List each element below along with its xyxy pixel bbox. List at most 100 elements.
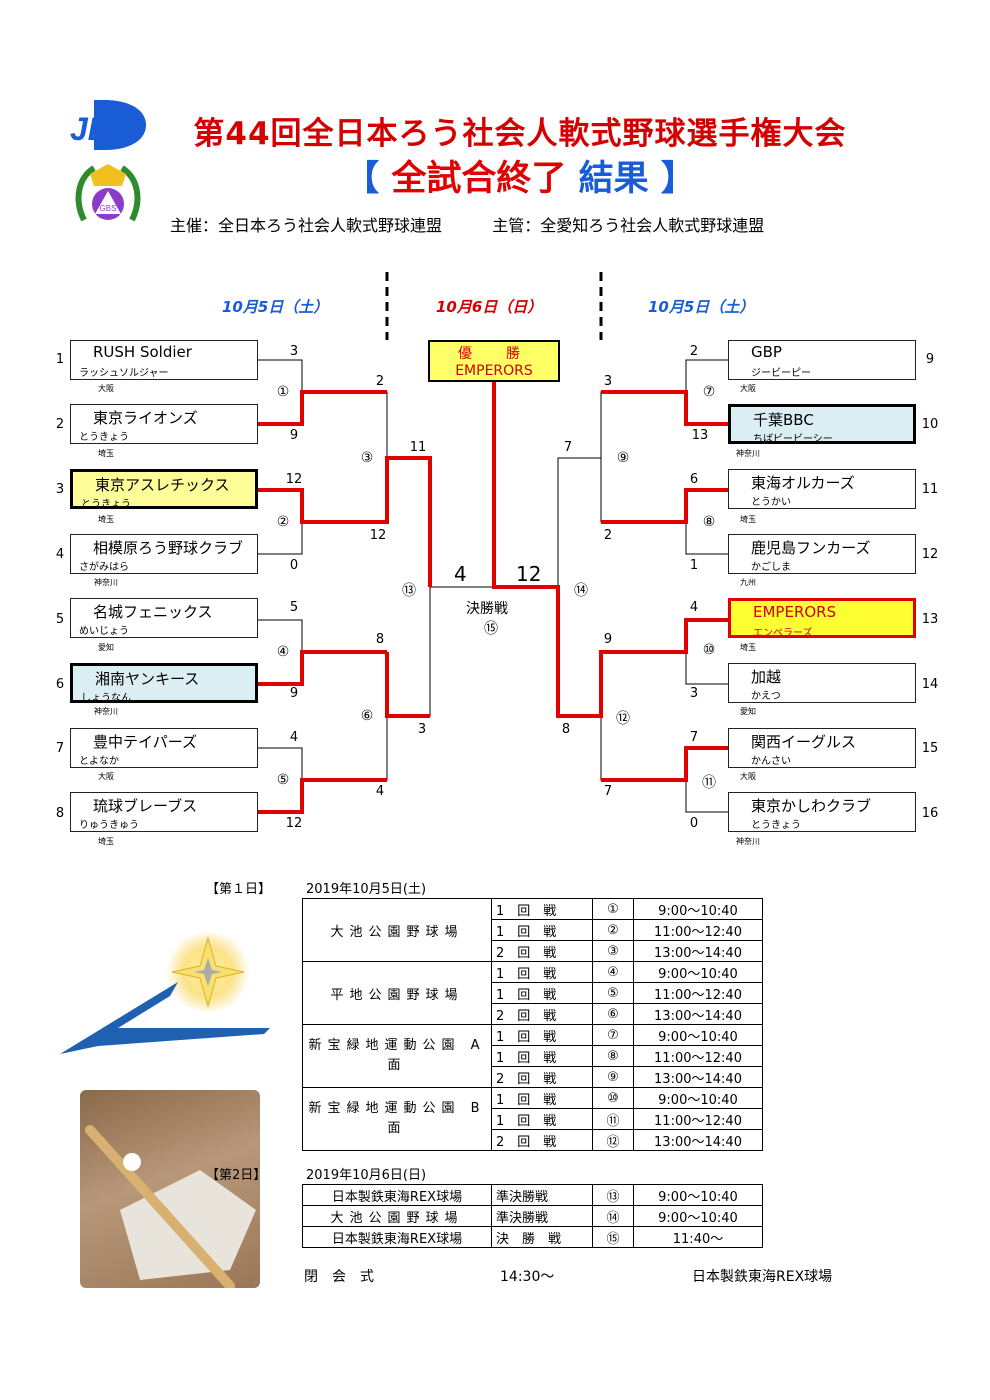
- team-box: 鹿児島フンカーズかごしま: [728, 534, 916, 574]
- venue-cell: 大池公園野球場: [302, 898, 492, 962]
- team-name: 鹿児島フンカーズ: [751, 539, 871, 557]
- day2-label: 【第2日】: [206, 1168, 267, 1183]
- champion-team: EMPERORS: [455, 363, 533, 379]
- match-cell: ②: [592, 919, 634, 941]
- organizer: 主催：全日本ろう社会人軟式野球連盟: [170, 216, 443, 235]
- team-prefecture: 大阪: [98, 384, 114, 393]
- team-kana: かえつ: [751, 691, 781, 702]
- team-box: 東京アスレチックスとうきょう: [70, 469, 258, 510]
- team-name: EMPERORS: [753, 603, 837, 621]
- match-cell: ⑮: [592, 1226, 634, 1248]
- result-status: 【 全試合終了 結果 】: [310, 150, 730, 201]
- score: 9: [603, 632, 613, 647]
- score: 3: [417, 722, 427, 737]
- page-title: 第44回全日本ろう社会人軟式野球選手権大会: [193, 116, 847, 152]
- time-cell: 9:00～10:40: [633, 898, 763, 920]
- champion-label: 優 勝: [458, 346, 530, 362]
- team-kana: とうかい: [751, 497, 791, 508]
- score: 3: [603, 374, 613, 389]
- final-left-score: 4: [454, 562, 467, 586]
- match-number: ⑬: [402, 583, 416, 599]
- status-bracket-open: 【: [344, 159, 380, 199]
- round-cell: 1 回 戦: [491, 1108, 593, 1130]
- team-prefecture: 神奈川: [94, 578, 118, 587]
- team-prefecture: 愛知: [740, 707, 756, 716]
- team-name: 関西イーグルス: [751, 733, 857, 751]
- team-name: 東海オルカーズ: [751, 474, 855, 492]
- match-cell: ①: [592, 898, 634, 920]
- team-box: 東海オルカーズとうかい: [728, 469, 916, 509]
- match-cell: ⑥: [592, 1003, 634, 1025]
- status-text: 全試合終了: [391, 159, 567, 199]
- round-cell: 1 回 戦: [491, 1045, 593, 1067]
- score: 9: [289, 428, 299, 443]
- champion-box: 優 勝 EMPERORS: [428, 340, 560, 382]
- time-cell: 11:00～12:40: [633, 982, 763, 1004]
- time-cell: 13:00～14:40: [633, 1129, 763, 1151]
- team-name: 湘南ヤンキース: [95, 670, 200, 688]
- date-left: 10月5日（土）: [222, 298, 329, 316]
- round-cell: 決 勝 戦: [491, 1226, 593, 1248]
- score: 2: [689, 344, 699, 359]
- venue-cell: 大池公園野球場: [302, 1205, 492, 1227]
- team-prefecture: 大阪: [98, 772, 114, 781]
- score: 7: [603, 784, 613, 799]
- score: 2: [375, 374, 385, 389]
- time-cell: 9:00～10:40: [633, 1087, 763, 1109]
- match-number: ⑨: [616, 450, 630, 466]
- round-cell: 2 回 戦: [491, 940, 593, 962]
- venue-cell: 日本製鉄東海REX球場: [302, 1226, 492, 1248]
- team-kana: とよなか: [79, 756, 119, 767]
- team-kana: とうきょう: [751, 820, 801, 831]
- match-number: ⑭: [574, 583, 588, 599]
- team-kana: ジービーピー: [751, 368, 811, 379]
- match-cell: ⑬: [592, 1184, 634, 1206]
- round-cell: 1 回 戦: [491, 982, 593, 1004]
- day1-label: 【第１日】: [206, 882, 272, 897]
- team-kana: ちばビービーシー: [753, 434, 833, 445]
- team-box: 東京ライオンズとうきょう: [70, 404, 258, 444]
- match-number: ④: [276, 644, 290, 660]
- team-prefecture: 大阪: [740, 384, 756, 393]
- score: 8: [375, 632, 385, 647]
- team-name: 琉球ブレーブス: [93, 797, 198, 815]
- team-name: 加越: [751, 668, 782, 686]
- seed-number: 8: [55, 806, 65, 821]
- match-number: ⑤: [276, 772, 290, 788]
- final-right-score: 12: [516, 562, 542, 586]
- team-prefecture: 大阪: [740, 772, 756, 781]
- score: 3: [289, 344, 299, 359]
- closing-venue: 日本製鉄東海REX球場: [692, 1269, 833, 1285]
- match-cell: ⑨: [592, 1066, 634, 1088]
- team-prefecture: 埼玉: [98, 515, 114, 524]
- seed-number: 10: [921, 417, 939, 432]
- score: 13: [691, 428, 709, 443]
- time-cell: 9:00～10:40: [633, 1184, 763, 1206]
- match-cell: ④: [592, 961, 634, 983]
- seed-number: 9: [925, 352, 935, 367]
- team-name: 東京アスレチックス: [95, 476, 230, 494]
- status-bracket-close: 】: [660, 159, 696, 199]
- round-cell: 1 回 戦: [491, 961, 593, 983]
- match-number: ⑥: [360, 708, 374, 724]
- score: 11: [409, 440, 427, 455]
- seed-number: 4: [55, 547, 65, 562]
- team-kana: かんさい: [751, 756, 791, 767]
- score: 6: [689, 472, 699, 487]
- time-cell: 13:00～14:40: [633, 940, 763, 962]
- team-name: 名城フェニックス: [93, 603, 213, 621]
- team-prefecture: 埼玉: [98, 449, 114, 458]
- match-number: ⑧: [702, 514, 716, 530]
- team-kana: ラッシュソルジャー: [79, 368, 169, 379]
- score: 7: [689, 730, 699, 745]
